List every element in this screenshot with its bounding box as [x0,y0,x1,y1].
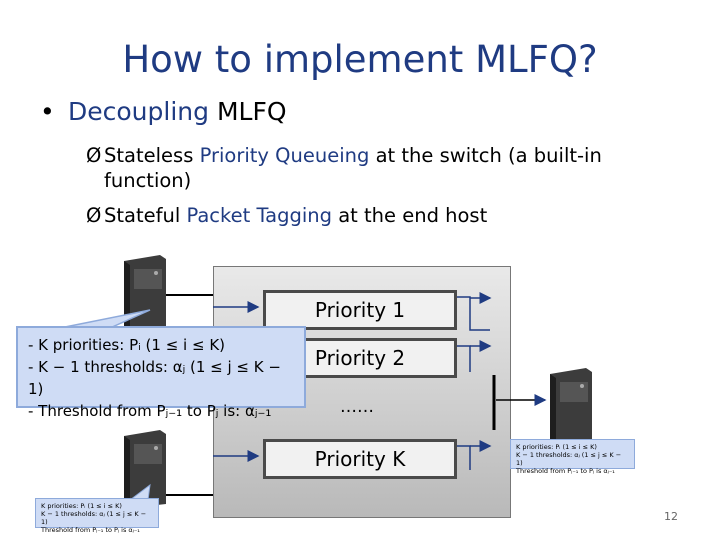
sub2-highlight: Packet Tagging [186,204,333,227]
queue-out-1 [453,296,490,331]
threshold-callout-small: K priorities: Pᵢ (1 ≤ i ≤ K) K − 1 thres… [510,439,635,475]
callout-line-1: K priorities: Pᵢ (1 ≤ i ≤ K) [41,502,122,510]
sub1-part-c: at the switch (a built-in [369,144,602,167]
callout-line-2: K − 1 thresholds: αⱼ (1 ≤ j ≤ K − 1) [41,510,147,526]
sub1-part-a: Stateless [104,144,200,167]
callout-line-3: Threshold from Pⱼ₋₁ to Pⱼ is αⱼ₋₁ [41,526,140,534]
page-number: 12 [664,510,678,523]
priority-queue-k: Priority K [263,439,457,479]
callout-line-3: Threshold from Pⱼ₋₁ to Pⱼ is αⱼ₋₁ [516,467,615,475]
callout-line-2: K − 1 thresholds: αⱼ (1 ≤ j ≤ K − 1) [516,451,622,467]
sub1-highlight: Priority Queueing [199,144,370,167]
priority-queue-1: Priority 1 [263,290,457,330]
main-bullet: • Decoupling MLFQ [40,97,287,126]
callout-line-1: K priorities: Pᵢ (1 ≤ i ≤ K) [516,443,597,451]
bullet-rest: MLFQ [209,97,287,126]
callout-line-2: - K − 1 thresholds: αⱼ (1 ≤ j ≤ K − 1) [28,358,281,398]
bullet-marker: • [40,97,55,126]
sub1-continuation: function) [104,169,192,192]
callout-line-3: - Threshold from Pⱼ₋₁ to Pⱼ is: αⱼ₋₁ [28,402,272,420]
server-icon [124,430,166,508]
bullet-lead: Decoupling [68,97,209,126]
threshold-callout: - K priorities: Pᵢ (1 ≤ i ≤ K) - K − 1 t… [16,326,306,420]
sub2-part-a: Stateful [104,204,187,227]
server-icon [550,368,592,446]
callout-line-1: - K priorities: Pᵢ (1 ≤ i ≤ K) [28,336,226,354]
slide-title: How to implement MLFQ? [122,38,598,81]
sub-marker: Ø [86,204,102,227]
sub2-part-c: at the end host [332,204,488,227]
sub-marker: Ø [86,144,102,167]
queue-ellipsis: …… [340,397,374,417]
threshold-callout-small: K priorities: Pᵢ (1 ≤ i ≤ K) K − 1 thres… [35,498,159,534]
